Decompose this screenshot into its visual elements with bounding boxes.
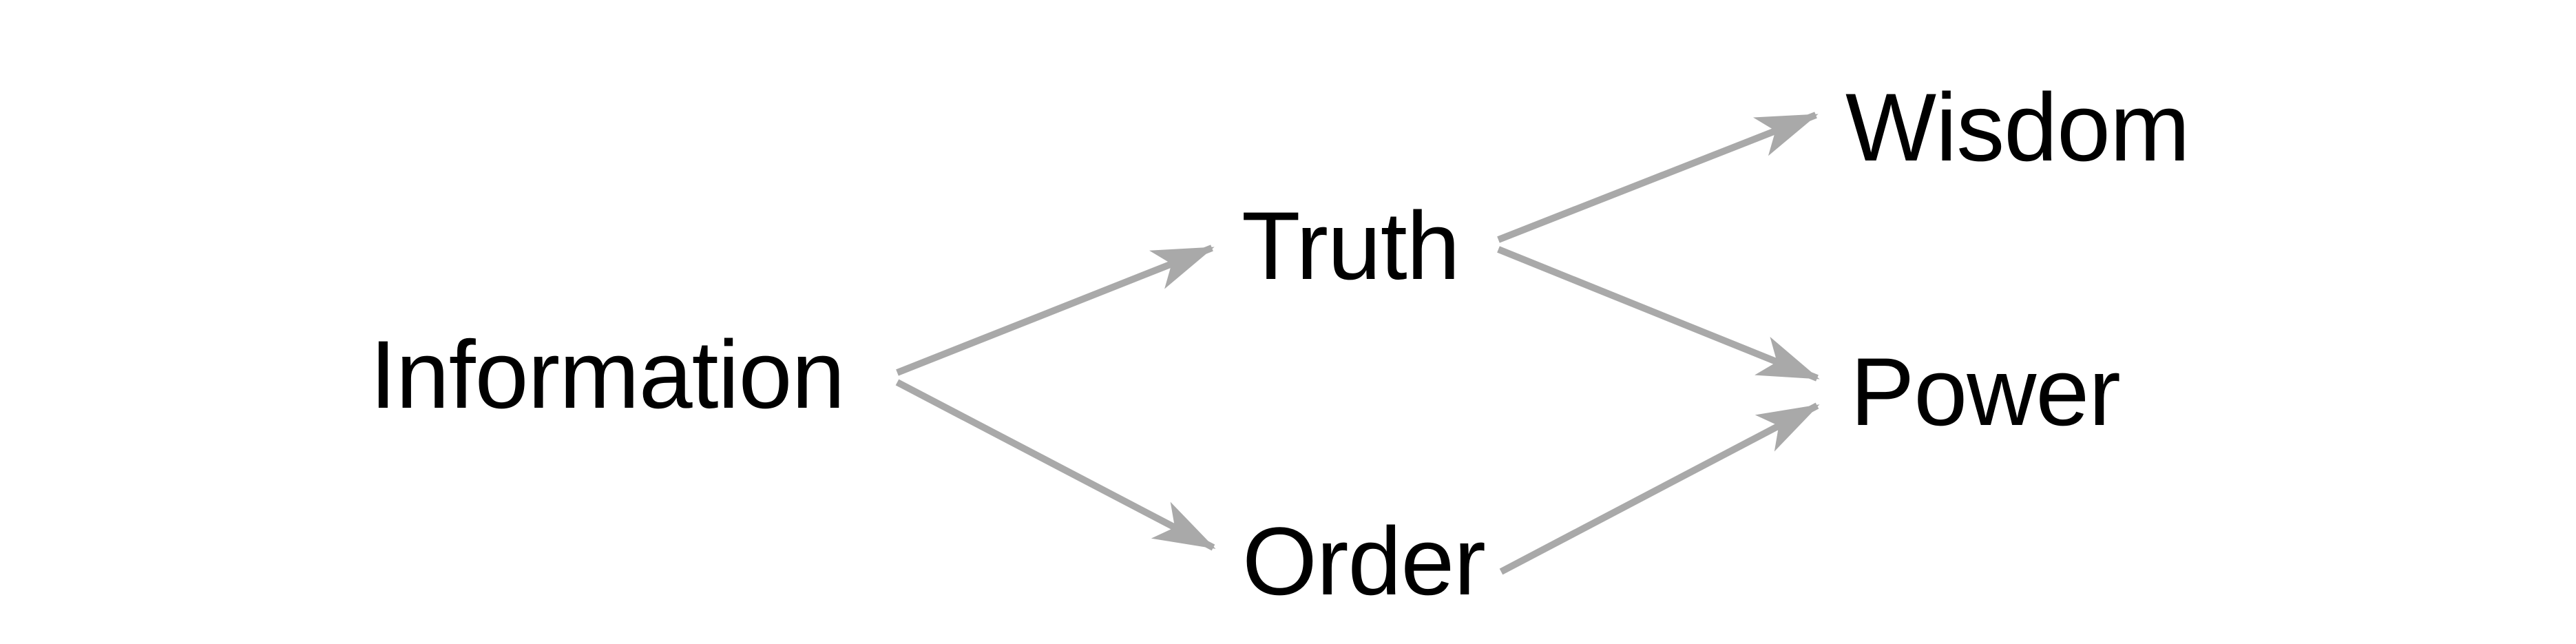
edge-information-to-order	[895, 379, 1216, 551]
node-label-order: Order	[1242, 507, 1485, 615]
edge-truth-to-wisdom	[1497, 112, 1819, 243]
edge-order-to-power	[1499, 402, 1820, 575]
edge-truth-to-power	[1497, 246, 1820, 382]
node-label-truth: Truth	[1242, 191, 1460, 300]
node-label-information: Information	[370, 320, 844, 428]
node-label-wisdom: Wisdom	[1845, 73, 2190, 181]
node-label-power: Power	[1850, 337, 2120, 446]
edge-information-to-truth	[896, 245, 1215, 376]
